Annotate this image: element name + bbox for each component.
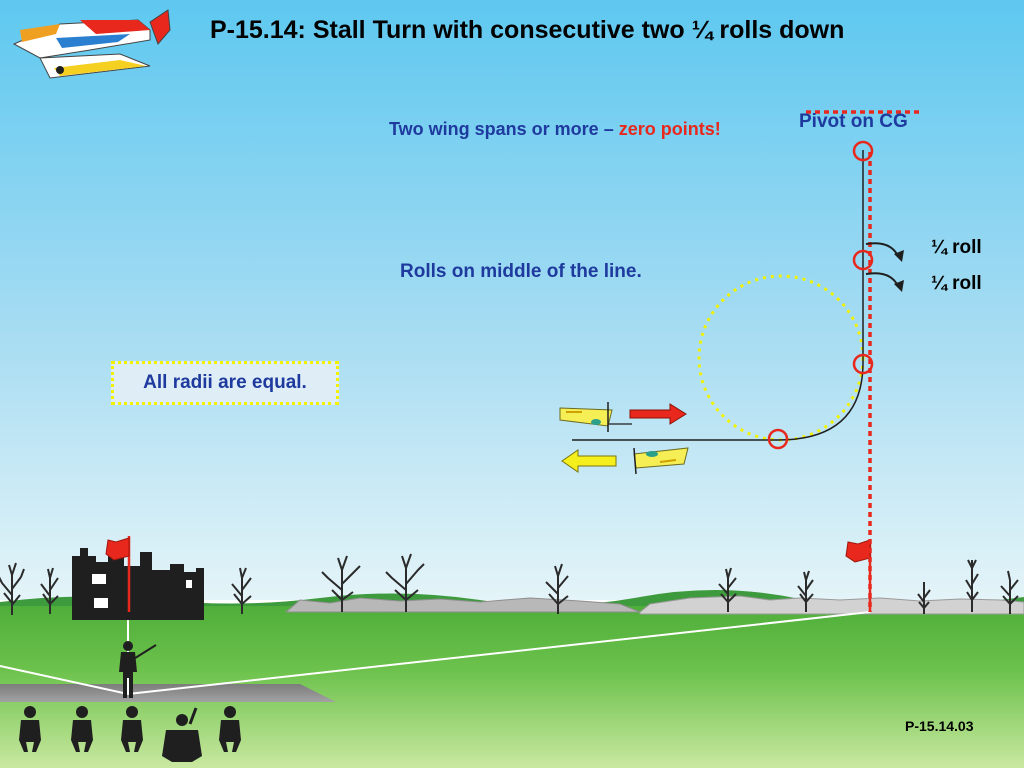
- runway: [0, 684, 336, 702]
- marker-entry: [767, 428, 789, 450]
- pivot-label: Pivot on CG: [799, 111, 908, 132]
- marker-roll: [852, 249, 874, 271]
- view-line-right: [127, 611, 871, 695]
- marker-loop-exit: [852, 353, 874, 375]
- aerobatic-plane-icon: [12, 9, 171, 79]
- castle-ruin-icon: [72, 548, 204, 620]
- sky: [0, 0, 1024, 600]
- marker-top: [852, 140, 874, 162]
- roll-label-2: ¼ roll: [931, 273, 982, 294]
- flag-left: [105, 536, 131, 612]
- view-line-left: [0, 665, 129, 695]
- radii-note: All radii are equal.: [143, 372, 307, 393]
- grey-buildings: [284, 597, 641, 613]
- slide-number: P-15.14.03: [905, 718, 974, 734]
- rolls-middle-note: Rolls on middle of the line.: [400, 261, 642, 282]
- arrow-left-icon: [561, 449, 617, 473]
- wingspan-highlight: zero points!: [618, 119, 721, 139]
- tree-icon: [0, 553, 1019, 615]
- marker-group: [767, 140, 874, 450]
- plane-icon-lower: [633, 447, 689, 475]
- judge-icon: [19, 706, 241, 762]
- wingspan-note: Two wing spans or more – zero points!: [389, 115, 749, 143]
- pilot-icon: [119, 641, 157, 698]
- wingspan-text: Two wing spans or more –: [389, 119, 614, 139]
- roll-label-1: ¼ roll: [931, 237, 982, 258]
- arrow-right-icon: [629, 403, 687, 425]
- page-title: P-15.14: Stall Turn with consecutive two…: [210, 16, 845, 44]
- grey-buildings-right: [639, 595, 1024, 615]
- plane-icon-upper: [559, 402, 613, 432]
- radii-note-box: All radii are equal.: [111, 361, 339, 405]
- flag-icon: [105, 537, 130, 561]
